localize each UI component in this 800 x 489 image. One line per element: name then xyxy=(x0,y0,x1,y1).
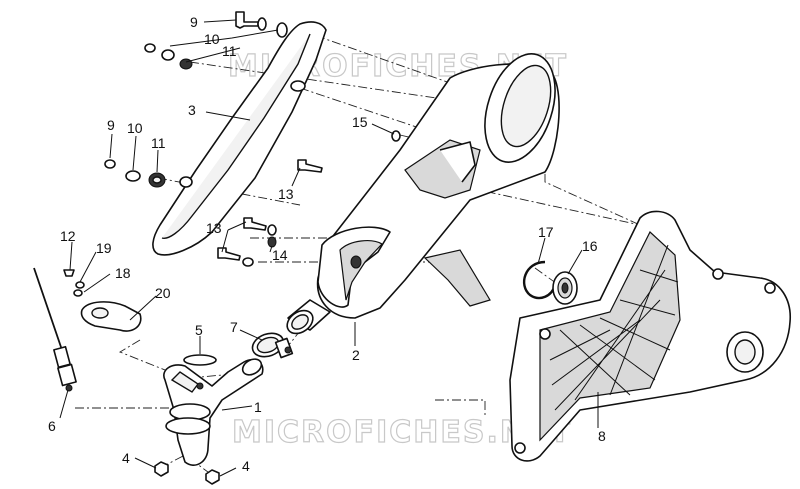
callout-4-left: 4 xyxy=(122,450,130,466)
heat-shield xyxy=(152,21,327,256)
callout-19: 19 xyxy=(96,240,112,256)
fasteners-left xyxy=(104,159,166,188)
exhaust-pipe xyxy=(163,358,264,466)
gasket-ring xyxy=(183,354,217,366)
small-fasteners xyxy=(63,269,85,297)
callout-16: 16 xyxy=(582,238,598,254)
callout-2: 2 xyxy=(352,347,360,363)
pipe-coupling xyxy=(286,299,331,335)
sensor-bracket xyxy=(80,301,142,332)
callout-12: 12 xyxy=(60,228,76,244)
bolts-13-14 xyxy=(217,130,401,267)
callout-10-upper: 10 xyxy=(204,31,220,47)
exhaust-clamp xyxy=(251,332,294,359)
callout-4-right: 4 xyxy=(242,458,250,474)
lambda-sensor xyxy=(33,267,77,392)
callout-18: 18 xyxy=(115,265,131,281)
callout-13-upper: 13 xyxy=(278,186,294,202)
callout-7: 7 xyxy=(230,319,238,335)
callout-leaders xyxy=(59,19,599,477)
callout-20: 20 xyxy=(155,285,171,301)
callout-6: 6 xyxy=(48,418,56,434)
callout-14: 14 xyxy=(272,247,288,263)
callout-9-left: 9 xyxy=(107,117,115,133)
callout-10-left: 10 xyxy=(127,120,143,136)
callout-13-lower: 13 xyxy=(206,220,222,236)
callout-1: 1 xyxy=(254,399,262,415)
callout-17: 17 xyxy=(538,224,554,240)
silencer xyxy=(316,53,560,319)
callout-8: 8 xyxy=(598,428,606,444)
nuts xyxy=(154,461,220,485)
swing-arm-bracket xyxy=(509,210,791,462)
callout-3: 3 xyxy=(188,102,196,118)
callout-11-left: 11 xyxy=(151,135,166,151)
callout-labels: 9 10 11 3 9 10 11 15 13 13 14 12 19 18 2… xyxy=(48,14,606,474)
circlip-bearing xyxy=(523,260,578,305)
callout-5: 5 xyxy=(195,322,203,338)
callout-11-upper: 11 xyxy=(222,43,237,59)
callout-9-upper: 9 xyxy=(190,14,198,30)
callout-15: 15 xyxy=(352,114,368,130)
